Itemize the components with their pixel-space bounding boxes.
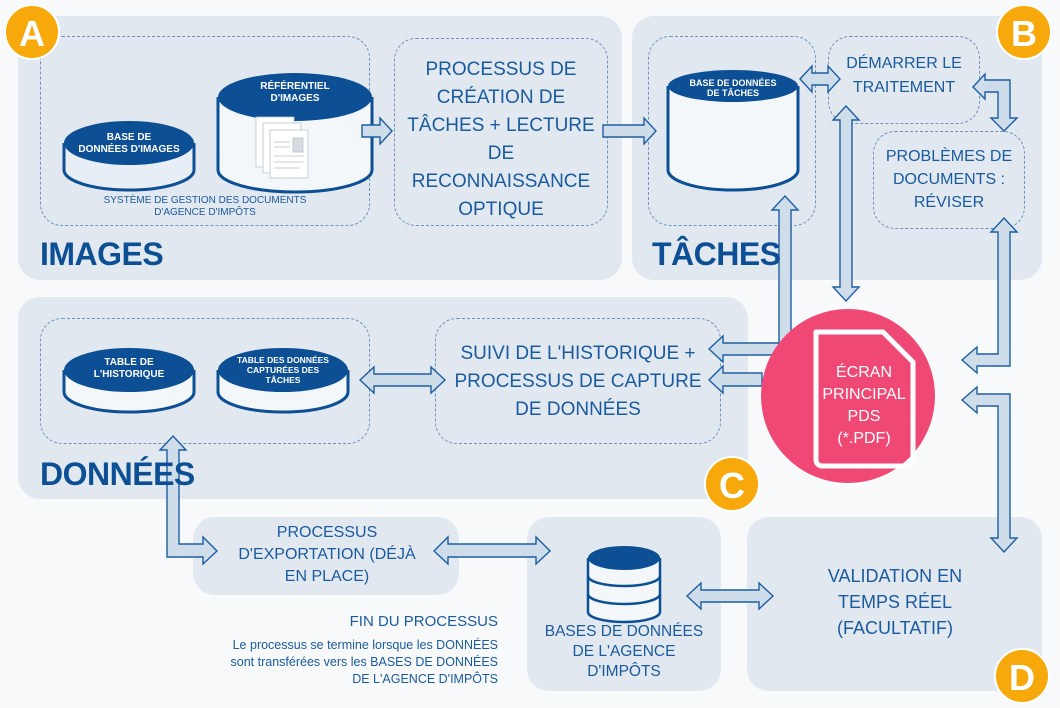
ocr-process-text: PROCESSUS DE CRÉATION DE TÂCHES + LECTUR…	[407, 59, 595, 220]
end-note-line2: sont transférées vers les BASES DE DONNÉ…	[230, 655, 498, 669]
arrow-start-review	[972, 72, 1019, 132]
history-label-1: TABLE DE	[104, 357, 154, 368]
end-note-title: FIN DU PROCESSUS	[349, 613, 498, 630]
arrow-tracking-to-tables	[358, 365, 447, 395]
end-note-line3: DE L'AGENCE D'IMPÔTS	[352, 672, 498, 686]
db-images-label-1: BASE DE	[107, 132, 152, 143]
arrow-agency-validation	[685, 581, 775, 611]
arrow-tasks-db-start	[799, 64, 841, 94]
captured-label-1: TABLE DES DONNÉES	[237, 355, 329, 365]
arrow-validation-pdf	[960, 385, 1019, 554]
review-box	[873, 131, 1025, 229]
export-process-text: PROCESSUS D'EXPORTATION (DÉJÀ EN PLACE)	[238, 524, 416, 585]
form-documents-icon	[255, 116, 309, 179]
database-stack-icon	[586, 546, 662, 624]
badge-d: D	[994, 648, 1050, 704]
pdf-label-3: PDS	[847, 408, 881, 425]
repo-label-2: D'IMAGES	[270, 93, 319, 104]
history-label-2: L'HISTORIQUE	[94, 369, 165, 380]
image-repository-cylinder-icon	[216, 73, 374, 194]
system-caption-line2: D'AGENCE D'IMPÔTS	[154, 207, 256, 218]
start-processing-text: DÉMARRER LE TRAITEMENT	[846, 55, 962, 96]
export-panel	[193, 517, 459, 595]
arrow-history-export	[158, 434, 219, 566]
pdf-label: ÉCRAN PRINCIPAL PDS (*.PDF)	[808, 362, 920, 450]
pdf-label-1: ÉCRAN	[835, 364, 892, 381]
tasks-db-label-2: DE TÂCHES	[707, 87, 759, 98]
tracking-process-text: SUIVI DE L'HISTORIQUE + PROCESSUS DE CAP…	[454, 343, 702, 420]
badge-a: A	[4, 4, 60, 60]
captured-label-3: TÂCHES	[266, 374, 301, 385]
data-title: DONNÉES	[40, 456, 195, 492]
validation-text: VALIDATION EN TEMPS RÉEL (FACULTATIF)	[827, 566, 963, 638]
tasks-db-label-1: BASE DE DONNÉES	[689, 78, 776, 88]
badge-b: B	[996, 4, 1052, 60]
validation-panel	[747, 517, 1042, 691]
image-db-cylinder-icon	[62, 121, 196, 192]
pdf-main-screen-icon	[761, 309, 935, 483]
system-caption: SYSTÈME DE GESTION DES DOCUMENTS D'AGENC…	[60, 195, 350, 219]
history-table-cylinder-icon	[62, 348, 196, 414]
pdf-label-4: (*.PDF)	[837, 430, 891, 447]
agency-db-text: BASES DE DONNÉES DE L'AGENCE D'IMPÔTS	[544, 623, 704, 680]
captured-label-2: CAPTURÉES DES	[247, 365, 320, 375]
tasks-title: TÂCHES	[652, 236, 781, 272]
pdf-label-2: PRINCIPAL	[822, 386, 906, 403]
arrow-images-to-ocr	[361, 116, 393, 146]
repo-label-1: RÉFÉRENTIEL	[260, 79, 329, 92]
arrow-pdf-to-tracking	[707, 364, 763, 395]
system-caption-line1: SYSTÈME DE GESTION DES DOCUMENTS	[103, 195, 307, 206]
arrow-export-agency	[432, 535, 552, 566]
tasks-db-cylinder-icon	[666, 70, 800, 192]
end-note-line1: Le processus se termine lorsque les DONN…	[232, 638, 498, 652]
captured-data-cylinder-icon	[216, 348, 350, 414]
db-images-label-2: DONNÉES D'IMAGES	[78, 142, 180, 155]
review-text: PROBLÈMES DE DOCUMENTS : RÉVISER	[885, 148, 1013, 211]
arrow-review-pdf	[960, 216, 1019, 375]
arrow-start-pdf	[831, 104, 861, 303]
badge-c: C	[704, 456, 760, 512]
arrow-ocr-to-tasks	[602, 116, 657, 146]
end-note-body: Le processus se termine lorsque les DONN…	[231, 637, 498, 688]
images-title: IMAGES	[40, 236, 164, 272]
